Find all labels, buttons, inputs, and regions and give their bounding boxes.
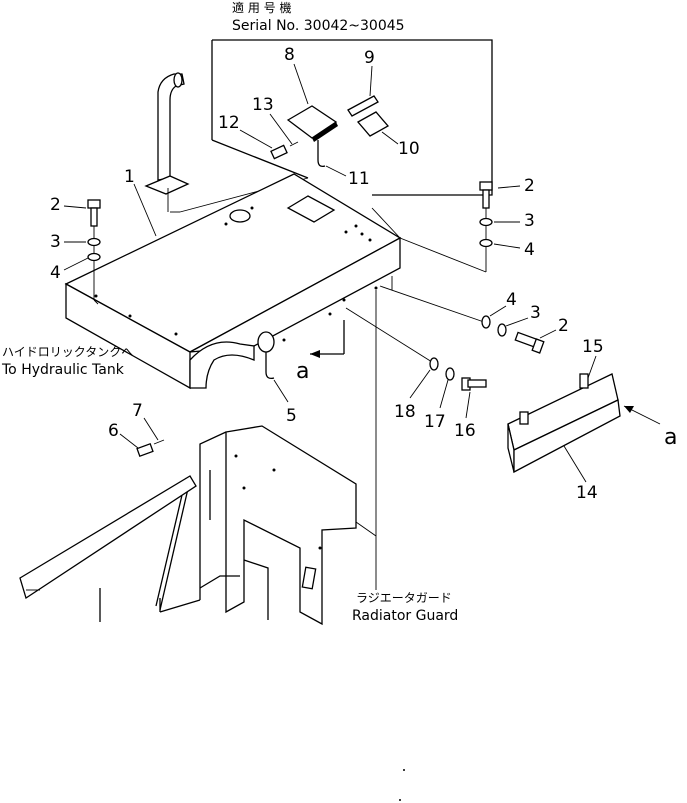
label-part-3-left: 3 bbox=[50, 232, 61, 252]
label-part-4-left: 4 bbox=[50, 263, 61, 283]
radiator-guard-frame bbox=[99, 425, 357, 626]
left-washer-4 bbox=[87, 252, 101, 262]
label-part-14: 14 bbox=[576, 483, 598, 503]
label-part-15: 15 bbox=[582, 337, 604, 357]
applicable-label: 適 用 号 機 bbox=[232, 0, 291, 15]
label-part-5: 5 bbox=[286, 406, 297, 426]
mid-bolt bbox=[514, 331, 545, 354]
label-part-17: 17 bbox=[424, 412, 446, 432]
part-8-plate bbox=[286, 105, 338, 142]
view-a-marker-left bbox=[310, 320, 345, 358]
label-part-3-mid: 3 bbox=[530, 303, 541, 323]
label-part-8: 8 bbox=[284, 45, 295, 65]
label-part-1: 1 bbox=[124, 167, 135, 187]
radiator-guard-label-jp: ラジエータガード bbox=[356, 591, 452, 605]
washer-18 bbox=[429, 357, 439, 371]
hydraulic-tank-label-en: To Hydraulic Tank bbox=[1, 362, 125, 378]
view-a-label-left: a bbox=[296, 359, 309, 384]
serial-number-label: Serial No. 30042~30045 bbox=[232, 18, 405, 34]
label-part-4-top-right: 4 bbox=[524, 240, 535, 260]
label-part-6: 6 bbox=[108, 421, 119, 441]
left-bolt bbox=[87, 199, 101, 227]
top-right-washer-3 bbox=[479, 217, 493, 227]
top-right-bolt bbox=[479, 181, 493, 209]
hood-cover bbox=[64, 173, 402, 390]
part-6-pin bbox=[136, 439, 165, 457]
part-12-pin bbox=[270, 144, 288, 160]
label-part-12: 12 bbox=[218, 113, 240, 133]
top-right-washer-4 bbox=[479, 238, 493, 248]
bolt-16 bbox=[461, 377, 487, 391]
label-part-16: 16 bbox=[454, 421, 476, 441]
part-11-hook bbox=[317, 140, 326, 168]
part-9-pin bbox=[347, 95, 379, 117]
label-part-18: 18 bbox=[394, 402, 416, 422]
left-washer-3 bbox=[87, 237, 101, 247]
label-part-7: 7 bbox=[132, 401, 143, 421]
hydraulic-tank-label-jp: ハイドロリックタンクへ bbox=[2, 345, 133, 359]
label-part-3-top-right: 3 bbox=[524, 211, 535, 231]
label-part-9: 9 bbox=[364, 48, 375, 68]
label-part-2-left: 2 bbox=[50, 195, 61, 215]
label-part-2-mid: 2 bbox=[558, 316, 569, 336]
view-a-label-right: a bbox=[664, 425, 677, 450]
view-a-marker-right bbox=[623, 405, 661, 425]
washer-17 bbox=[445, 367, 455, 381]
part-14-panel bbox=[507, 373, 621, 474]
part-5-latch bbox=[257, 331, 275, 380]
radiator-guard-label-en: Radiator Guard bbox=[352, 608, 458, 624]
label-part-2-top-right: 2 bbox=[524, 176, 535, 196]
exhaust-pipe bbox=[144, 72, 190, 195]
side-rail bbox=[19, 475, 197, 600]
label-part-11: 11 bbox=[348, 169, 370, 189]
label-part-13: 13 bbox=[252, 95, 274, 115]
label-part-10: 10 bbox=[398, 139, 420, 159]
label-part-4-mid: 4 bbox=[506, 290, 517, 310]
mid-washer-4 bbox=[481, 315, 491, 329]
part-10-bracket bbox=[356, 111, 390, 137]
mid-washer-3 bbox=[497, 323, 507, 337]
